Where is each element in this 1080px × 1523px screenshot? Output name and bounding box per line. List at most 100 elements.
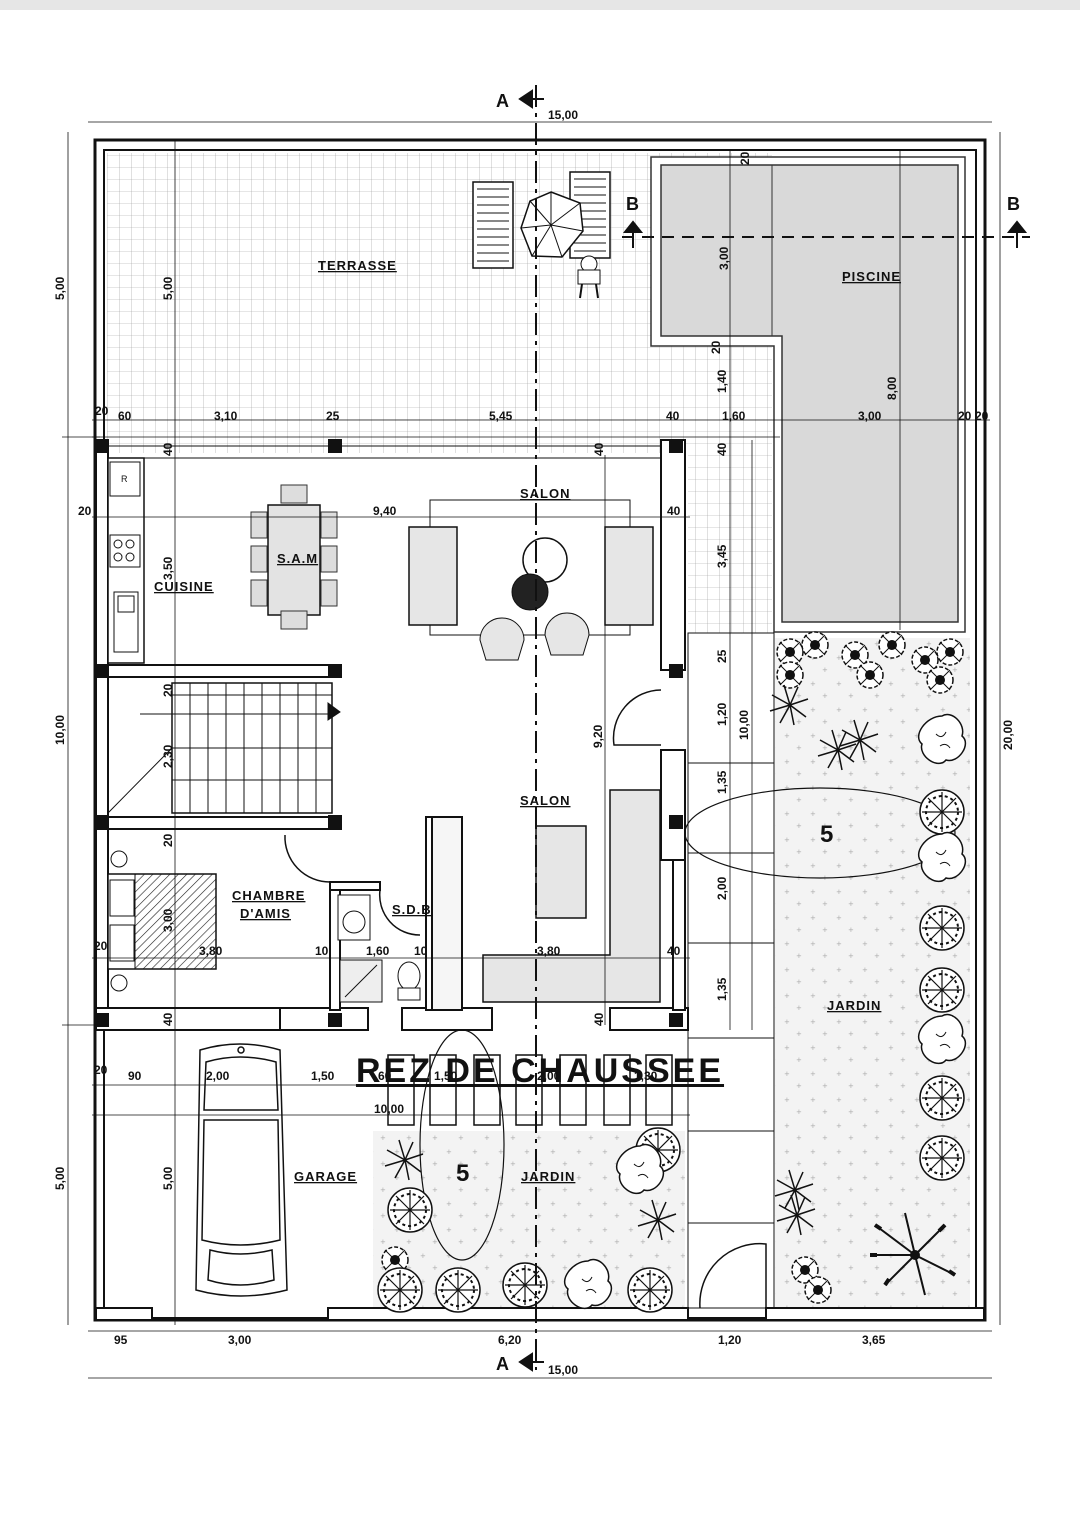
room-label-cuisine: CUISINE <box>154 579 214 594</box>
svg-text:1,20: 1,20 <box>718 1333 742 1347</box>
bedroom-door-swing <box>284 834 331 883</box>
room-label-chambre-line1: CHAMBRE <box>232 888 305 903</box>
garden-paving <box>687 632 775 1309</box>
sdb-door-swing <box>378 889 421 936</box>
svg-text:5,00: 5,00 <box>53 276 67 300</box>
svg-text:20: 20 <box>161 683 175 697</box>
svg-text:10,00: 10,00 <box>53 715 67 745</box>
svg-text:3,65: 3,65 <box>862 1333 886 1347</box>
living-furniture <box>408 499 654 661</box>
svg-text:20: 20 <box>709 340 723 354</box>
svg-text:3,00: 3,00 <box>228 1333 252 1347</box>
zone-ellipse-bottom <box>419 1029 505 1261</box>
svg-text:3,00: 3,00 <box>161 908 175 932</box>
svg-text:3,80: 3,80 <box>537 944 561 958</box>
section-mark-a-bottom: A <box>496 1354 509 1374</box>
room-label-garage: GARAGE <box>294 1169 357 1184</box>
svg-text:5,45: 5,45 <box>489 409 513 423</box>
svg-text:3,45: 3,45 <box>715 544 729 568</box>
room-label-salon-mid: SALON <box>520 793 571 808</box>
bathroom-fixtures <box>337 894 421 1003</box>
svg-text:10,00: 10,00 <box>737 710 751 740</box>
svg-text:10,00: 10,00 <box>374 1102 404 1116</box>
room-label-piscine: PISCINE <box>842 269 901 284</box>
svg-text:3,00: 3,00 <box>717 246 731 270</box>
section-mark-b-right: B <box>1007 194 1020 214</box>
person-icon <box>577 255 601 299</box>
room-label-jardin-right: JARDIN <box>827 998 881 1013</box>
zone-label-right: 5 <box>820 821 833 848</box>
svg-text:2,00: 2,00 <box>537 1069 561 1083</box>
svg-text:5,00: 5,00 <box>161 1166 175 1190</box>
svg-text:20: 20 <box>161 833 175 847</box>
svg-text:40: 40 <box>592 442 606 456</box>
svg-text:1,30: 1,30 <box>634 1069 658 1083</box>
svg-text:40: 40 <box>667 944 681 958</box>
garden-door-swing <box>699 1242 767 1309</box>
svg-text:5,00: 5,00 <box>53 1166 67 1190</box>
dimension-lines <box>62 121 1001 1379</box>
svg-text:2,00: 2,00 <box>206 1069 230 1083</box>
svg-text:60: 60 <box>378 1069 392 1083</box>
svg-text:3,10: 3,10 <box>214 409 238 423</box>
svg-text:1,40: 1,40 <box>715 369 729 393</box>
svg-text:95: 95 <box>114 1333 128 1347</box>
lower-wall-segments <box>95 1307 985 1321</box>
zone-ellipse-right <box>684 787 956 879</box>
svg-text:25: 25 <box>715 649 729 663</box>
svg-text:3,50: 3,50 <box>161 556 175 580</box>
svg-text:10: 10 <box>315 944 329 958</box>
svg-text:1,50: 1,50 <box>311 1069 335 1083</box>
svg-text:40: 40 <box>161 442 175 456</box>
kitchen-counter <box>107 457 145 664</box>
room-label-terrasse: TERRASSE <box>318 258 397 273</box>
top-border-strip <box>0 0 1080 10</box>
svg-text:8,00: 8,00 <box>885 376 899 400</box>
svg-text:20,00: 20,00 <box>1001 720 1015 750</box>
svg-text:20: 20 <box>738 151 752 165</box>
svg-text:2,00: 2,00 <box>715 876 729 900</box>
svg-text:6,20: 6,20 <box>498 1333 522 1347</box>
glass-walls <box>108 445 660 459</box>
staircase <box>107 682 341 814</box>
car <box>195 1043 288 1297</box>
room-label-jardin-bottom: JARDIN <box>521 1169 575 1184</box>
section-mark-b-left: B <box>626 194 639 214</box>
svg-text:10: 10 <box>414 944 428 958</box>
svg-text:1,60: 1,60 <box>722 409 746 423</box>
svg-text:20: 20 <box>78 504 92 518</box>
section-arrows <box>518 89 1028 1372</box>
l-sofa <box>482 789 661 1003</box>
room-label-salon-top: SALON <box>520 486 571 501</box>
svg-text:40: 40 <box>161 1012 175 1026</box>
room-label-sam: S.A.M <box>277 551 318 566</box>
svg-text:15,00: 15,00 <box>548 1363 578 1377</box>
bed <box>107 850 217 992</box>
svg-text:1,35: 1,35 <box>715 977 729 1001</box>
section-mark-a-top: A <box>496 91 509 111</box>
zone-label-bottom: 5 <box>456 1160 469 1187</box>
svg-text:90: 90 <box>128 1069 142 1083</box>
svg-text:40: 40 <box>715 442 729 456</box>
svg-text:1,60: 1,60 <box>366 944 390 958</box>
svg-text:15,00: 15,00 <box>548 108 578 122</box>
plan-title: REZ DE CHAUSSEE <box>355 1052 725 1090</box>
svg-text:1,50: 1,50 <box>434 1069 458 1083</box>
svg-text:20: 20 <box>975 409 989 423</box>
svg-text:25: 25 <box>326 409 340 423</box>
svg-text:9,20: 9,20 <box>591 724 605 748</box>
stepping-stones <box>387 1054 673 1126</box>
pool-water <box>660 164 959 623</box>
svg-text:5,00: 5,00 <box>161 276 175 300</box>
entry-door-swing <box>612 689 662 746</box>
svg-text:3,80: 3,80 <box>199 944 223 958</box>
svg-text:20: 20 <box>95 404 109 418</box>
svg-text:20: 20 <box>94 1063 108 1077</box>
room-label-sdb: S.D.B <box>392 902 432 917</box>
dining-table <box>250 484 338 630</box>
dimension-texts: 15,00 15,00 95 3,00 6,20 1,20 3,65 5,00 … <box>53 108 1015 1377</box>
svg-text:1,20: 1,20 <box>715 702 729 726</box>
svg-text:60: 60 <box>118 409 132 423</box>
fridge-label: R <box>121 474 128 484</box>
